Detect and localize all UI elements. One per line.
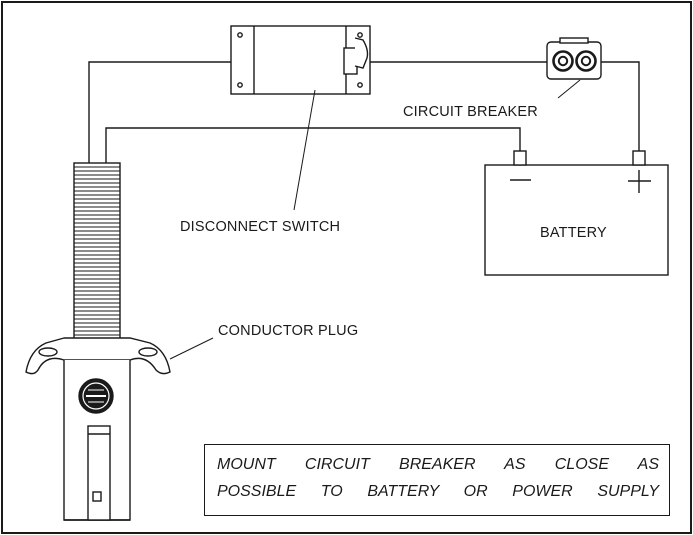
battery-negative-terminal: [513, 150, 527, 166]
circuit-breaker: [546, 37, 602, 80]
mounting-note: MOUNT CIRCUIT BREAKER AS CLOSE AS POSSIB…: [204, 444, 670, 516]
plug-brand-seal: [78, 378, 114, 414]
leader-lines: [169, 79, 581, 360]
wire-plug-to-battery-negative: [105, 127, 521, 163]
battery-label: BATTERY: [540, 225, 607, 241]
conductor-plug: [25, 162, 171, 521]
battery-positive-terminal: [632, 150, 646, 166]
disconnect-switch-label: DISCONNECT SWITCH: [180, 219, 341, 235]
corrugated-cable: [73, 162, 121, 346]
leader-disconnect-switch: [293, 89, 316, 211]
leader-conductor-plug: [169, 337, 214, 360]
disconnect-switch: [230, 25, 371, 95]
battery: [484, 150, 669, 276]
wire-breaker-to-battery-positive: [601, 61, 640, 152]
conductor-plug-label: CONDUCTOR PLUG: [218, 323, 359, 339]
cable-ridges: [74, 166, 120, 340]
mounting-note-line-1: MOUNT CIRCUIT BREAKER AS CLOSE AS: [217, 456, 659, 473]
mounting-note-line-2: POSSIBLE TO BATTERY OR POWER SUPPLY: [217, 483, 659, 500]
wires: [88, 61, 640, 163]
leader-circuit-breaker: [557, 79, 581, 99]
wire-switch-to-plug: [88, 61, 231, 163]
circuit-breaker-label: CIRCUIT BREAKER: [403, 104, 538, 120]
